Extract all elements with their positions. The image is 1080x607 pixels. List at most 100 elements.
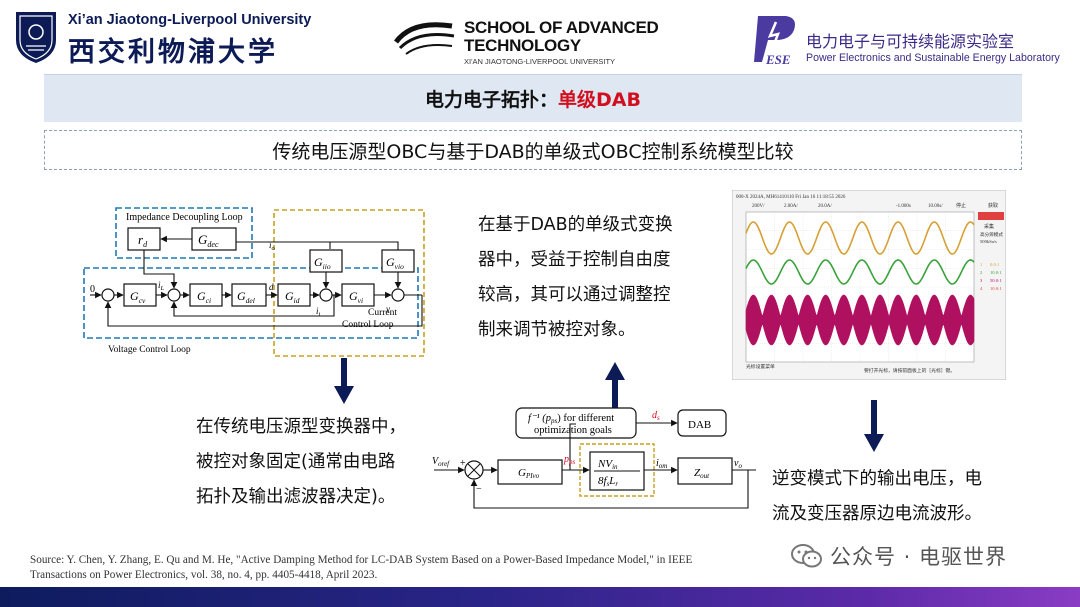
text-line: 被控对象固定(通常由电路 — [196, 452, 396, 472]
page-subtitle: 传统电压源型OBC与基于DAB的单级式OBC控制系统模型比较 — [272, 140, 794, 163]
scope-ch3-waveform — [745, 294, 975, 346]
text-line: 流及变压器原边电流波形。 — [772, 504, 982, 524]
gvi-block: Gvi — [341, 283, 375, 307]
scope-ch2-id: 2 — [980, 270, 983, 275]
scope-stop-status: 停止 — [956, 202, 966, 209]
text-line: 在传统电压源型变换器中， — [196, 417, 406, 437]
source-citation: Source: Y. Chen, Y. Zhang, E. Qu and M. … — [30, 554, 693, 581]
xjtlu-crest-icon — [16, 12, 56, 63]
school-logo: SCHOOL OF ADVANCED TECHNOLOGY XI'AN JIAO… — [392, 14, 659, 66]
signal-il-label: iL — [158, 280, 165, 292]
svg-text:Gdel: Gdel — [237, 289, 255, 305]
school-name-line1: SCHOOL OF ADVANCED — [464, 18, 659, 37]
signal-io-label: io — [269, 240, 276, 252]
xjtlu-name-cn: 西交利物浦大学 — [68, 37, 278, 68]
dab-description: 在基于DAB的单级式变换 器中，受益于控制自由度 较高，其可以通过调整控 制来调… — [478, 208, 710, 348]
vo-label: vo — [734, 458, 742, 470]
gcv-block: Gcv — [123, 283, 157, 307]
voltage-loop-label: Voltage Control Loop — [108, 345, 191, 355]
plant-box — [273, 209, 425, 357]
dab-control-diagram: f⁻¹ (pps) for different optimization goa… — [432, 407, 756, 509]
scope-ch3-scale: 20.0A/ — [818, 204, 832, 209]
inverse-function-label-2: optimization goals — [534, 425, 612, 436]
lab-name-cn: 电力电子与可持续能源实验室 — [806, 32, 1015, 51]
zout-label: Zout — [694, 467, 710, 480]
xjtlu-logo: Xi’an Jiaotong-Liverpool University 西交利物… — [14, 10, 314, 68]
dab-block — [677, 409, 727, 437]
gpi-block — [497, 459, 563, 485]
wechat-icon — [791, 544, 822, 568]
scope-mode-label: 采集 — [984, 223, 994, 230]
svg-text:Gdec: Gdec — [198, 232, 219, 249]
arrow-down-left-icon — [334, 358, 354, 404]
zout-block — [677, 457, 733, 485]
school-swirl-icon — [393, 22, 455, 55]
current-loop-label-2: Control Loop — [342, 320, 394, 330]
voltage-loop-box — [83, 267, 419, 339]
svg-text:Gid: Gid — [285, 289, 300, 305]
subtitle-bar: 传统电压源型OBC与基于DAB的单级式OBC控制系统模型比较 — [44, 130, 1022, 170]
voltage-source-control-diagram: Impedance Decoupling Loop Voltage Contro… — [83, 207, 425, 357]
scope-time-offset: -1.000s — [896, 204, 911, 209]
lab-mark-text: ESE — [765, 52, 791, 66]
text-line: 较高，其可以通过调整控 — [478, 285, 671, 305]
sum-junction — [319, 288, 333, 302]
sum-junction — [101, 288, 115, 302]
svg-text:Giio: Giio — [314, 255, 331, 271]
gid-block: Gid — [277, 283, 311, 307]
svg-text:Gvio: Gvio — [386, 255, 404, 271]
sum-junction — [167, 288, 181, 302]
svg-text:Gvi: Gvi — [349, 289, 363, 305]
text-line: 在基于DAB的单级式变换 — [478, 215, 673, 235]
svg-text:rd: rd — [138, 232, 148, 249]
page-title-highlight: 单级DAB — [558, 89, 641, 111]
arrow-down-right-icon — [864, 400, 884, 452]
scope-ch4-id: 4 — [980, 286, 983, 291]
text-line: 制来调节被控对象。 — [478, 320, 636, 340]
plant-denominator: 8fsLr — [598, 475, 618, 488]
scope-side-title: 获取 — [988, 202, 998, 209]
title-bar: 电力电子拓扑：单级DAB — [44, 74, 1022, 122]
impedance-loop-box — [115, 207, 253, 259]
scope-ch1-id: 1 — [980, 262, 983, 267]
impedance-loop-label: Impedance Decoupling Loop — [126, 212, 243, 223]
pps-label: pps — [563, 454, 576, 466]
gpi-label: GPIvo — [518, 467, 540, 480]
gdel-block: Gdel — [231, 283, 267, 307]
lab-logo: ESE 电力电子与可持续能源实验室 Power Electronics and … — [752, 12, 1072, 68]
scope-ch3-id: 3 — [980, 278, 983, 283]
school-name-line3: XI'AN JIAOTONG-LIVERPOOL UNIVERSITY — [464, 57, 616, 66]
school-name-line2: TECHNOLOGY — [464, 36, 581, 55]
voltage-source-description: 在传统电压源型变换器中， 被控对象固定(通常由电路 拓扑及输出滤波器决定)。 — [196, 410, 426, 515]
giio-block: Giio — [309, 249, 343, 273]
ds-label: ds — [652, 410, 660, 422]
text-line: 器中，受益于控制自由度 — [478, 250, 671, 270]
lab-name-en: Power Electronics and Sustainable Energy… — [806, 52, 1060, 64]
gdec-block: Gdec — [191, 227, 237, 251]
signal-zero-label: 0 — [90, 284, 95, 295]
svg-text:Gcv: Gcv — [130, 289, 146, 305]
xjtlu-name-en: Xi’an Jiaotong-Liverpool University — [68, 12, 312, 28]
scope-ch1-probe: 0.0:1 — [990, 262, 1000, 267]
scope-ch4-probe: 10.0:1 — [990, 286, 1002, 291]
scope-side-header — [978, 212, 1004, 220]
oscilloscope-screenshot: 000-X 2024A, MH61410110 Fri Jan 16 11:18… — [732, 190, 1006, 380]
watermark-text: 公众号 · 电驱世界 — [830, 545, 1008, 569]
sum-junction — [391, 288, 405, 302]
lab-mark-icon: ESE — [754, 16, 795, 66]
waveform-description: 逆变模式下的输出电压，电 流及变压器原边电流波形。 — [772, 462, 1032, 532]
scope-mode-value: 高分辨模式 — [980, 231, 1003, 238]
bottom-accent-bar — [0, 587, 1080, 607]
dab-label: DAB — [688, 419, 711, 431]
gci-block: Gci — [189, 283, 223, 307]
svg-text:Gci: Gci — [197, 289, 211, 305]
gvio-block: Gvio — [381, 249, 415, 273]
inverse-function-label-1: f⁻¹ (pps) for different — [528, 413, 614, 425]
scope-bottom-menu: 光标设置菜单 — [746, 363, 775, 370]
scope-bottom-hint: 要打开光标，请按前面板上的［光标］键。 — [864, 367, 955, 374]
text-line: 逆变模式下的输出电压，电 — [772, 469, 982, 489]
arrow-up-center-icon — [605, 362, 625, 408]
vref-label: Voref — [432, 456, 450, 468]
signal-ii-label: ii — [316, 306, 321, 318]
scope-ch1-scale: 200V/ — [752, 204, 765, 209]
